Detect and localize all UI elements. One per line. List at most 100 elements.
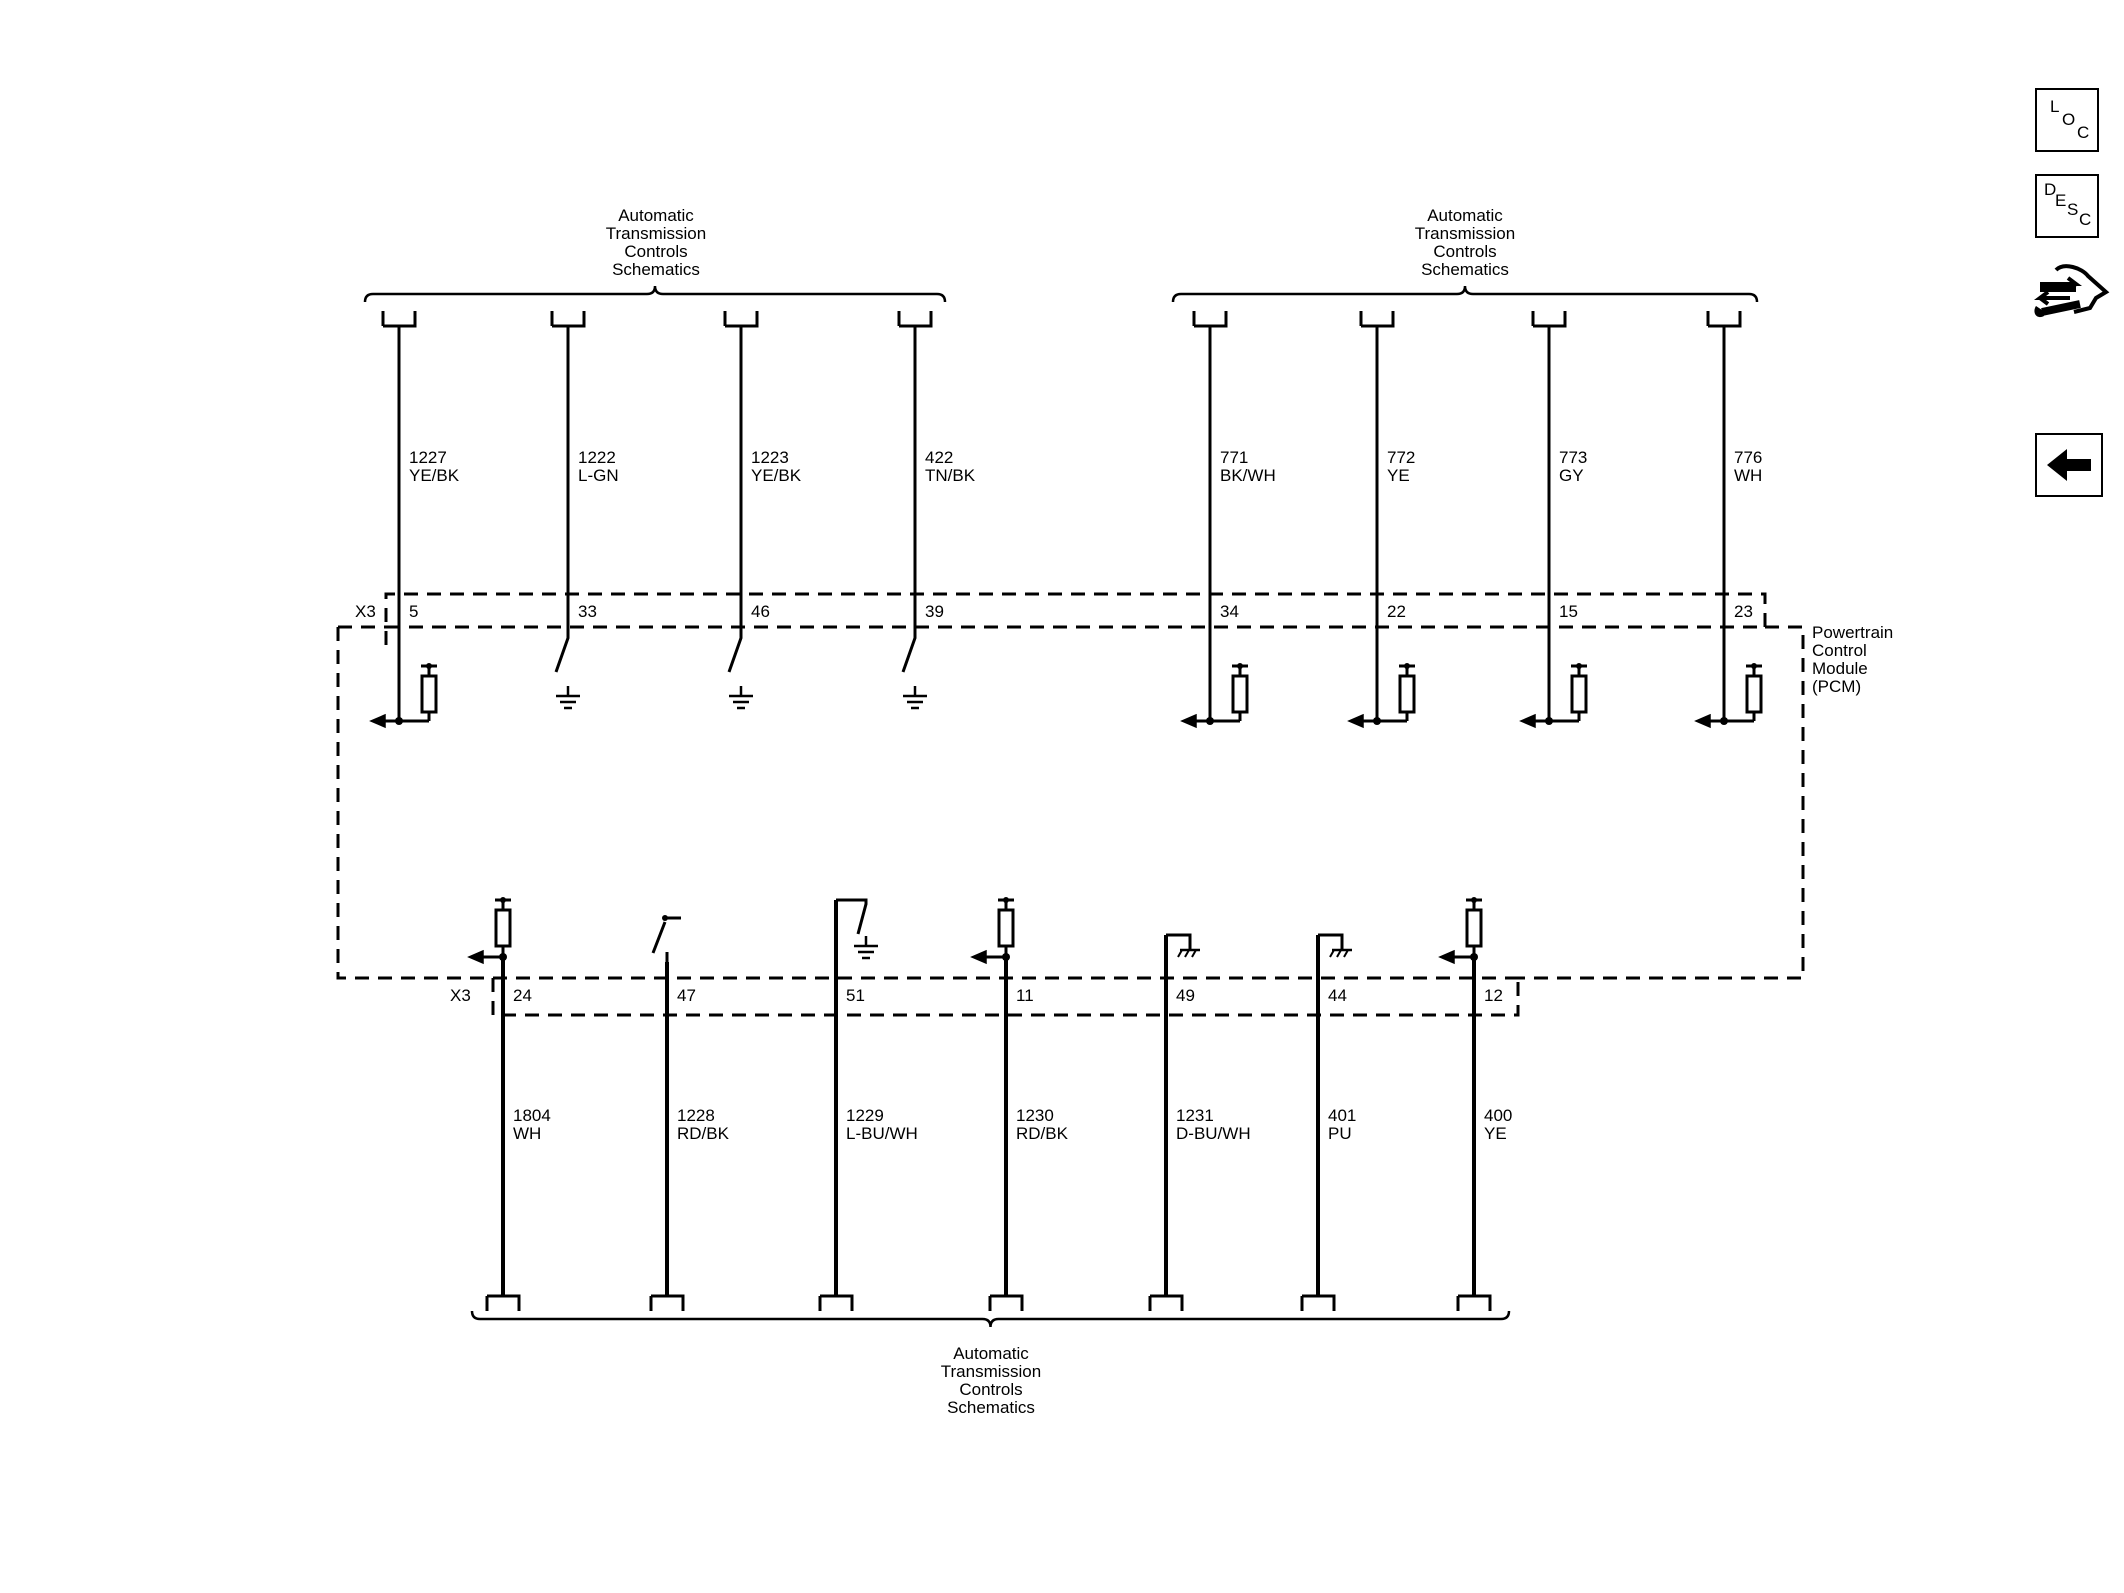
bottom-switch-1229	[836, 898, 868, 935]
desc-letter-s: S	[2067, 200, 2079, 219]
loc-letter-c: C	[2077, 123, 2090, 142]
bottom-chassis-ground-1231-tick3	[1191, 949, 1197, 958]
top-wire-pin-773: 15	[1559, 602, 1578, 621]
bottom-terminal-401	[1300, 1294, 1336, 1311]
top-wire-circuit-773: 773	[1559, 448, 1587, 467]
bottom-wire-circuit-1230: 1230	[1016, 1106, 1054, 1125]
top-wire-circuit-776: 776	[1734, 448, 1762, 467]
bottom-signal-arrow-1804	[467, 949, 484, 965]
bottom-wires	[467, 897, 1492, 1311]
top-wire-circuit-772: 772	[1387, 448, 1415, 467]
bottom-chassis-ground-401-tick1	[1329, 949, 1335, 958]
top-wire-1223	[723, 311, 759, 710]
top-wire-circuit-1227: 1227	[409, 448, 447, 467]
top-switch-1222	[554, 622, 570, 673]
top-wire-pin-422: 39	[925, 602, 944, 621]
bottom-wire-color-1231: D-BU/WH	[1176, 1124, 1251, 1143]
bottom-chassis-ground-401-tick2	[1336, 949, 1342, 958]
top-pullup-776-resistor	[1745, 674, 1763, 714]
reference-label-bottom-line-0: Automatic	[953, 1344, 1029, 1363]
top-wire-771	[1180, 311, 1249, 729]
top-signal-arrow-773	[1519, 713, 1536, 729]
desc-letter-c: C	[2079, 210, 2092, 229]
bottom-wire-color-400: YE	[1484, 1124, 1507, 1143]
top-terminal-422	[897, 311, 933, 328]
top-wire-pin-1222: 33	[578, 602, 597, 621]
top-wire-pin-772: 22	[1387, 602, 1406, 621]
bottom-wire-pin-1231: 49	[1176, 986, 1195, 1005]
bottom-wire-color-1229: L-BU/WH	[846, 1124, 918, 1143]
bottom-wire-1804	[467, 897, 521, 1311]
connector-wrench-icon	[2034, 264, 2110, 318]
top-wire-772	[1347, 311, 1416, 729]
bottom-wire-1231	[1148, 933, 1200, 1311]
connector-x3-top-label: X3	[355, 602, 376, 621]
top-terminal-1223	[723, 311, 759, 328]
reference-label-top_left-line-3: Schematics	[612, 260, 700, 279]
top-signal-arrow-771	[1180, 713, 1197, 729]
bracket-top-left	[363, 285, 947, 303]
bottom-pullup-1804-resistor	[494, 908, 512, 948]
top-wire-color-1222: L-GN	[578, 466, 619, 485]
connector-repair-button[interactable]	[2030, 258, 2110, 338]
top-wire-color-776: WH	[1734, 466, 1762, 485]
reference-label-top_left-line-0: Automatic	[618, 206, 694, 225]
bottom-wire-circuit-401: 401	[1328, 1106, 1356, 1125]
top-pullup-771-resistor	[1231, 674, 1249, 714]
top-wire-color-1227: YE/BK	[409, 466, 460, 485]
top-wire-color-422: TN/BK	[925, 466, 976, 485]
bottom-switch-1228	[651, 916, 681, 962]
back-button[interactable]	[2035, 433, 2103, 497]
bottom-wire-1230	[970, 897, 1024, 1311]
arrow-left-icon	[2047, 449, 2091, 481]
top-pullup-772-resistor	[1398, 674, 1416, 714]
bottom-wire-color-1804: WH	[513, 1124, 541, 1143]
pcm-label-line-3: (PCM)	[1812, 677, 1861, 696]
reference-label-bottom-line-2: Controls	[959, 1380, 1022, 1399]
connector-x3-top-box	[384, 592, 1767, 645]
top-wire-color-772: YE	[1387, 466, 1410, 485]
bottom-wire-pin-1230: 11	[1016, 986, 1034, 1005]
bottom-wire-400	[1438, 897, 1492, 1311]
bottom-terminal-400	[1456, 1294, 1492, 1311]
bottom-wire-color-401: PU	[1328, 1124, 1352, 1143]
bottom-wire-circuit-1228: 1228	[677, 1106, 715, 1125]
pcm-label-line-0: Powertrain	[1812, 623, 1893, 642]
top-terminal-772	[1359, 311, 1395, 328]
top-wire-pin-1223: 46	[751, 602, 770, 621]
top-switch-422	[901, 622, 917, 673]
bottom-chassis-ground-401-tick3	[1343, 949, 1349, 958]
top-wire-color-771: BK/WH	[1220, 466, 1276, 485]
bottom-terminal-1230	[988, 1294, 1024, 1311]
top-wire-color-1223: YE/BK	[751, 466, 802, 485]
top-wire-circuit-422: 422	[925, 448, 953, 467]
bottom-wire-1229	[818, 898, 878, 1311]
bottom-chassis-ground-1231-tick1	[1177, 949, 1183, 958]
top-wire-circuit-771: 771	[1220, 448, 1248, 467]
top-signal-arrow-1227	[369, 713, 386, 729]
loc-letter-o: O	[2062, 110, 2076, 129]
description-button[interactable]: D E S C	[2035, 174, 2099, 238]
top-wire-1222	[550, 311, 586, 710]
reference-label-top_left-line-2: Controls	[624, 242, 687, 261]
bottom-wire-pin-400: 12	[1484, 986, 1503, 1005]
bottom-signal-arrow-1230	[970, 949, 987, 965]
top-signal-arrow-772	[1347, 713, 1364, 729]
pcm-label-line-2: Module	[1812, 659, 1868, 678]
reference-label-top_left-line-1: Transmission	[606, 224, 706, 243]
top-switch-1223	[727, 622, 743, 673]
bottom-chassis-ground-1231-tick2	[1184, 949, 1190, 958]
bottom-signal-arrow-400	[1438, 949, 1455, 965]
bottom-wire-color-1228: RD/BK	[677, 1124, 730, 1143]
top-wire-pin-776: 23	[1734, 602, 1753, 621]
top-terminal-771	[1192, 311, 1228, 328]
top-terminal-1222	[550, 311, 586, 328]
reference-label-top_right-line-0: Automatic	[1427, 206, 1503, 225]
top-wire-pin-1227: 5	[409, 602, 418, 621]
bottom-terminal-1804	[485, 1294, 521, 1311]
bottom-wire-circuit-1231: 1231	[1176, 1106, 1214, 1125]
text-layer: AutomaticTransmissionControlsSchematicsA…	[355, 206, 1893, 1417]
loc-letter-l: L	[2050, 97, 2060, 116]
location-button[interactable]: L O C	[2035, 88, 2099, 152]
desc-letter-e: E	[2055, 191, 2067, 210]
